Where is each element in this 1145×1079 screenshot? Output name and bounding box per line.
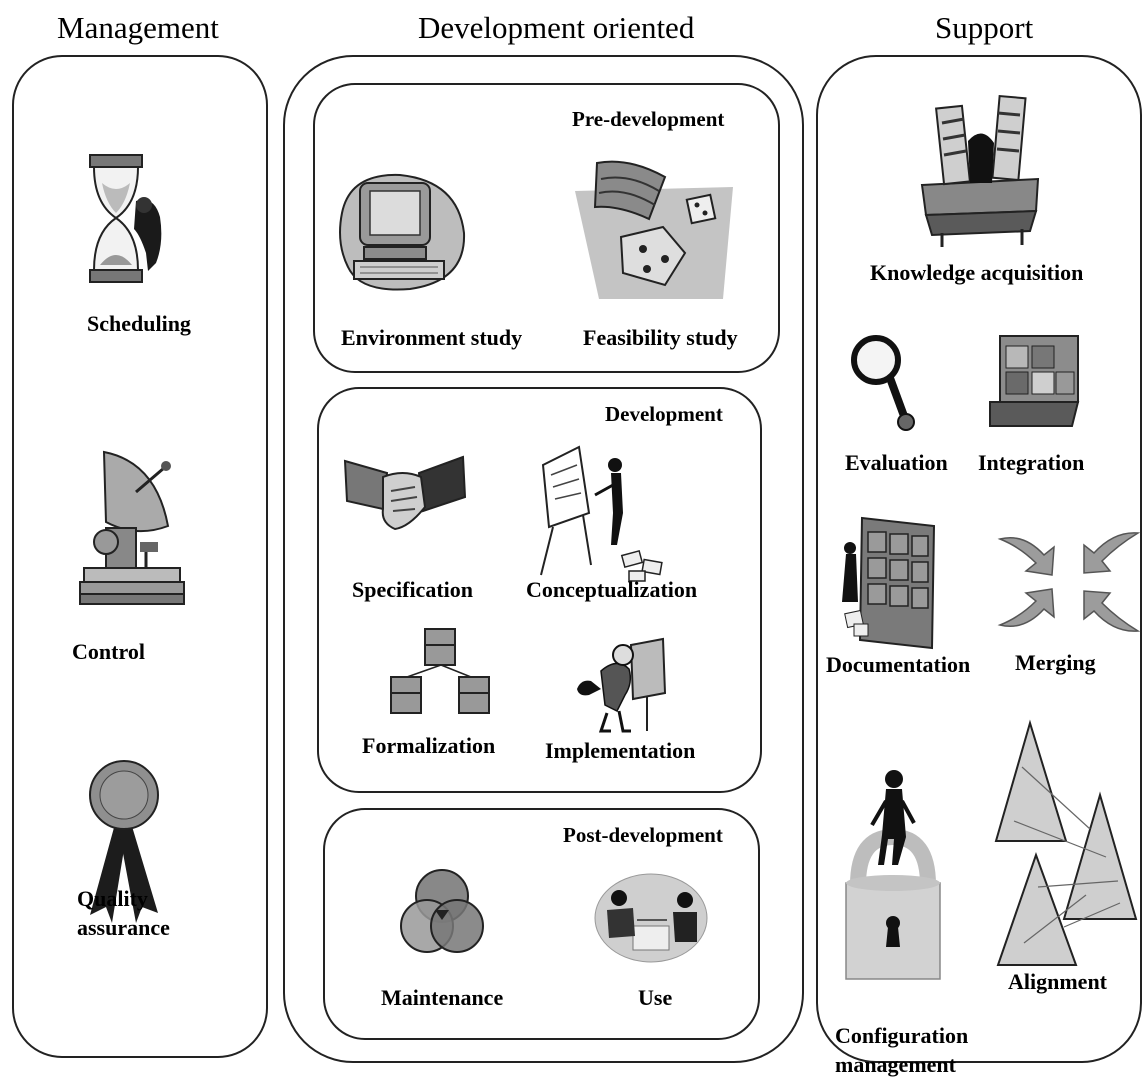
merging-label: Merging — [1015, 650, 1096, 675]
feasibility-study-label: Feasibility study — [583, 325, 738, 350]
scheduling-label: Scheduling — [87, 311, 191, 336]
pre-development-title: Pre-development — [572, 107, 725, 131]
venn-circles-icon — [397, 866, 487, 966]
documentation-label: Documentation — [826, 652, 971, 677]
maintenance-label: Maintenance — [381, 985, 504, 1010]
management-title: Management — [57, 10, 219, 45]
pre-development-group: Pre-development Environment study Feasib… — [313, 83, 780, 373]
alignment-label: Alignment — [1008, 969, 1107, 994]
development-oriented-title: Development oriented — [418, 10, 695, 45]
magnifier-icon — [848, 332, 918, 442]
hourglass-icon — [76, 153, 196, 288]
specification-label: Specification — [352, 577, 473, 602]
implementation-label: Implementation — [545, 738, 696, 763]
presenter-easel-icon — [533, 435, 673, 585]
meeting-icon — [593, 872, 709, 964]
quality-assurance-line-1: Quality — [77, 886, 148, 911]
triangles-icon — [994, 717, 1144, 967]
development-group: Development Specification Conceptualizat… — [317, 387, 762, 793]
post-development-group: Post-development Maintenance Use — [323, 808, 760, 1040]
puzzle-icon — [986, 332, 1084, 428]
post-development-title: Post-development — [563, 823, 723, 847]
padlock-person-icon — [838, 765, 948, 985]
support-panel: Knowledge acquisition Evaluation Integra… — [816, 55, 1144, 1077]
configuration-management-line-2: management — [835, 1052, 956, 1077]
dice-icon — [569, 157, 739, 307]
handshake-icon — [343, 451, 467, 541]
configuration-management-label: Configuration management — [835, 1021, 968, 1079]
quality-assurance-label: Quality assurance — [77, 884, 170, 942]
file-cabinet-icon — [832, 512, 940, 652]
library-desk-icon — [918, 87, 1042, 247]
hierarchy-icon — [387, 625, 497, 715]
satellite-dish-icon — [76, 442, 196, 612]
knowledge-acquisition-label: Knowledge acquisition — [870, 260, 1084, 285]
conceptualization-label: Conceptualization — [526, 577, 698, 602]
quality-assurance-line-2: assurance — [77, 915, 170, 940]
merging-arrows-icon — [994, 527, 1144, 639]
award-ribbon-icon — [80, 757, 170, 927]
management-panel: Scheduling Control Quality assurance — [12, 55, 268, 1058]
formalization-label: Formalization — [362, 733, 496, 758]
evaluation-label: Evaluation — [845, 450, 948, 475]
drafting-person-icon — [571, 635, 681, 735]
control-label: Control — [72, 639, 145, 664]
configuration-management-line-1: Configuration — [835, 1023, 969, 1048]
computer-icon — [330, 163, 470, 303]
support-title: Support — [935, 10, 1034, 45]
integration-label: Integration — [978, 450, 1085, 475]
development-title: Development — [605, 402, 723, 426]
use-label: Use — [638, 985, 673, 1010]
environment-study-label: Environment study — [341, 325, 523, 350]
